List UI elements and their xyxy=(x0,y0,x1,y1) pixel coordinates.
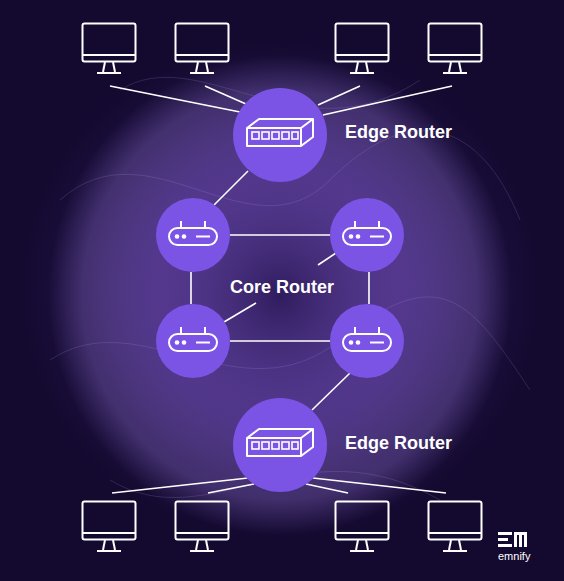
router-label: Edge Router xyxy=(345,433,452,454)
edge-router-circle xyxy=(233,398,327,492)
core-router-label: Core Router xyxy=(230,277,334,298)
router-label: Edge Router xyxy=(345,122,452,143)
edge-router-node: Edge Router xyxy=(233,88,327,182)
edge-router-node: Edge Router xyxy=(233,398,327,492)
edge-router-circle xyxy=(233,88,327,182)
logo-wordmark: emnify xyxy=(498,550,530,562)
